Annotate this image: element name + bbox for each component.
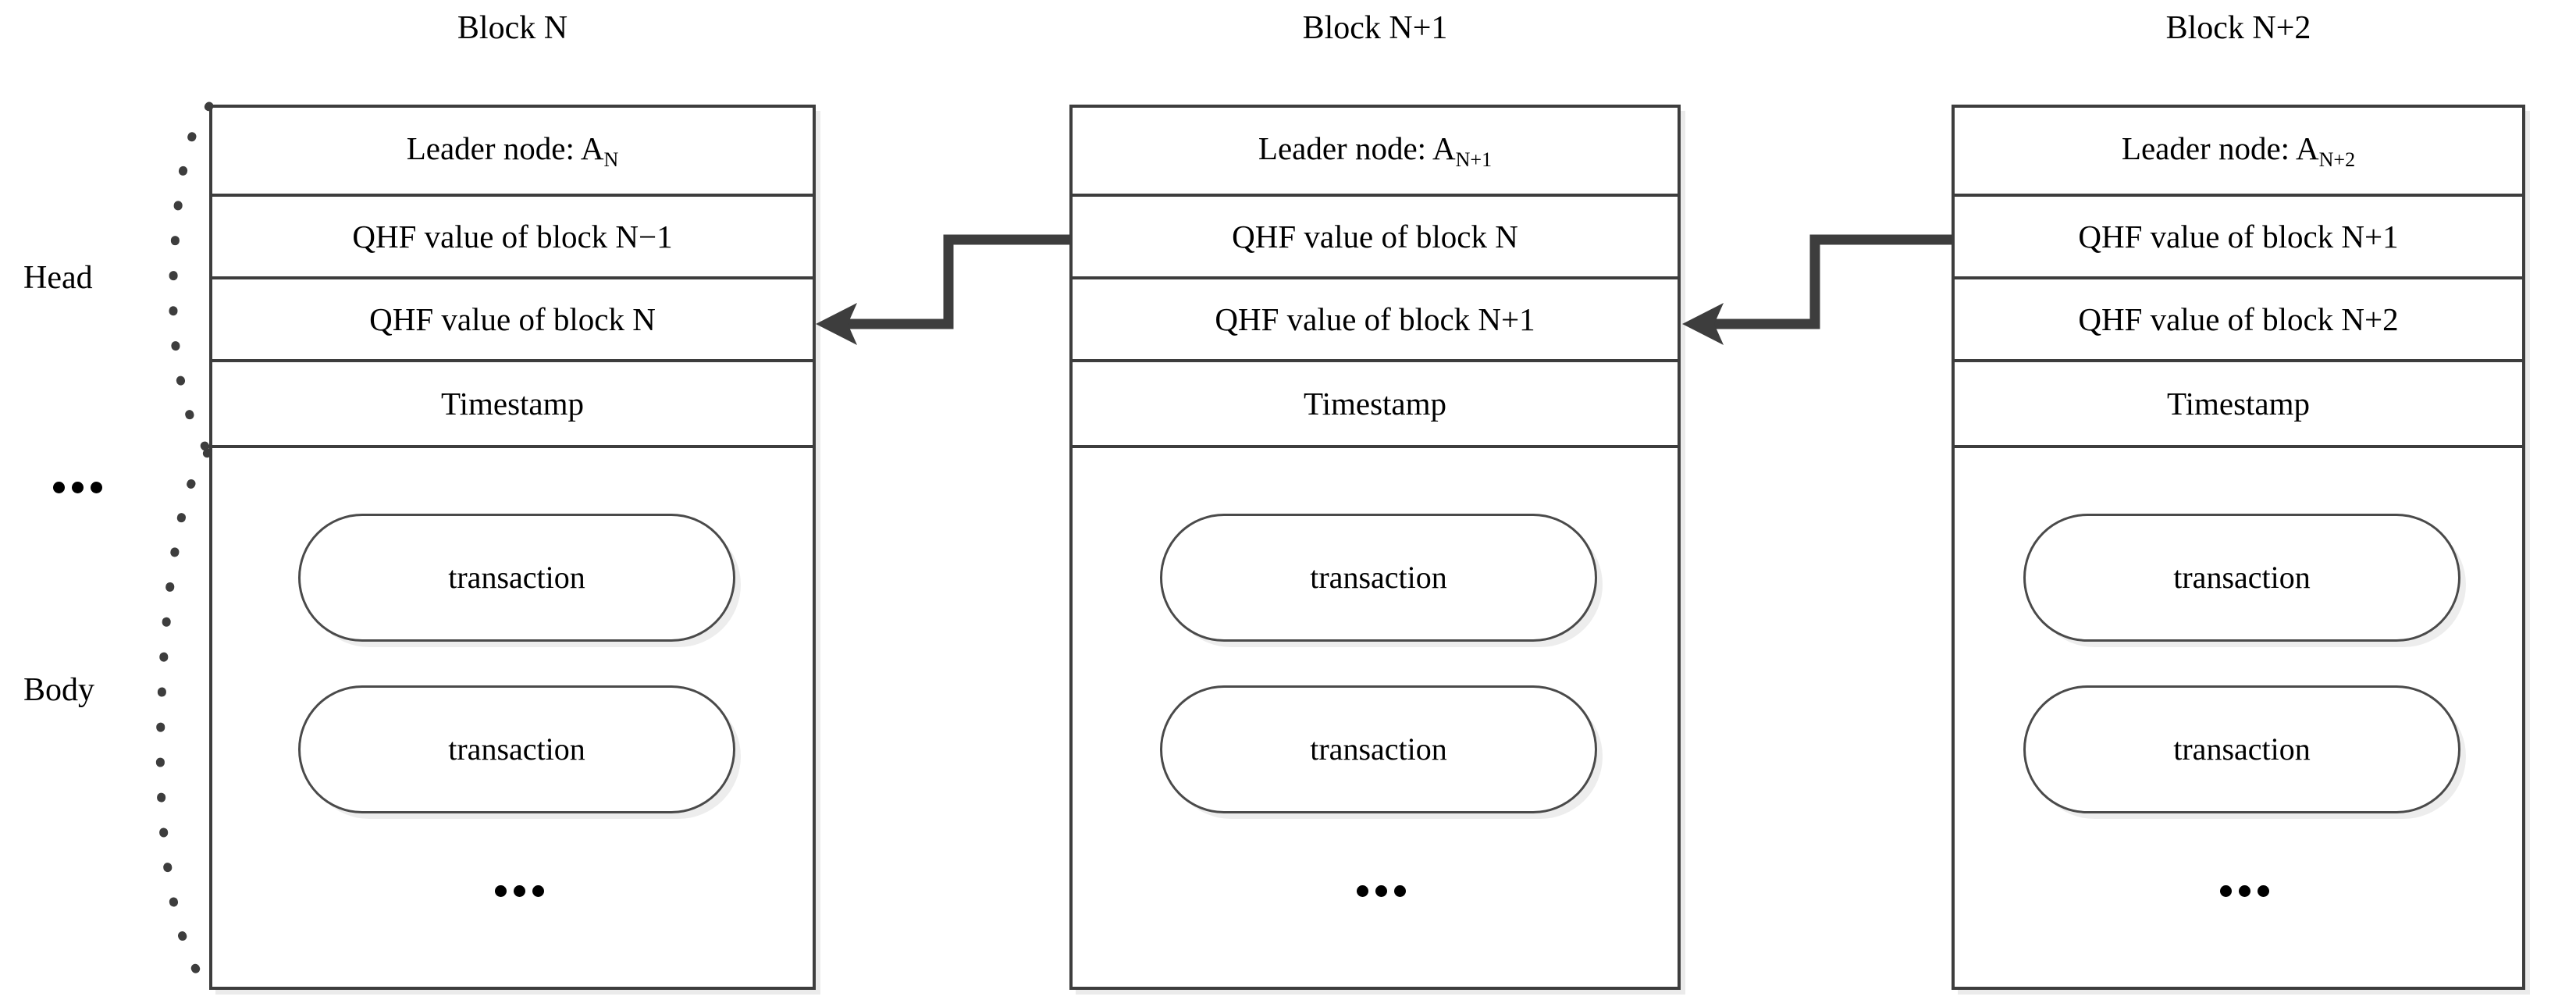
block-n-plus-1-transaction-2[interactable]: transaction [1160,685,1597,813]
block-n-plus-2-row-qhf-prev: QHF value of block N+1 [1955,197,2522,279]
block-n-plus-2-body-ellipsis [2220,885,2269,897]
side-label-body: Body [23,672,95,708]
block-n-plus-1-row-qhf-prev: QHF value of block N [1073,197,1678,279]
block-n-plus-2: Leader node: AN+2 QHF value of block N+1… [1952,105,2525,990]
block-n-plus-1-body-ellipsis [1357,885,1406,897]
block-n-row-qhf-prev: QHF value of block N−1 [212,197,813,279]
side-label-ellipsis [53,482,102,493]
block-n-transaction-2-label: transaction [448,731,585,767]
block-n-plus-1-row-qhf-self: QHF value of block N+1 [1073,279,1678,362]
block-title-block-n-plus-2: Block N+2 [2165,10,2311,46]
block-n-plus-2-qhf-prev-text: QHF value of block N+1 [2078,219,2399,254]
block-n-plus-2-leader-node-text: Leader node: AN+2 [2121,130,2356,171]
block-n-qhf-self-text: QHF value of block N [369,301,656,337]
block-n-plus-2-transaction-1-label: transaction [2173,560,2311,595]
head-brace-dotted [169,101,214,454]
block-n-plus-2-row-leader-node: Leader node: AN+2 [1955,108,2522,197]
block-n-timestamp-text: Timestamp [440,386,585,422]
side-label-head: Head [23,260,93,296]
block-n-row-leader-node: Leader node: AN [212,108,813,197]
link-n1-to-n [816,234,1069,345]
block-n-transaction-2[interactable]: transaction [298,685,735,813]
block-n-plus-1: Leader node: AN+1 QHF value of block N Q… [1069,105,1681,990]
block-n-plus-1-body: transaction transaction [1073,448,1678,987]
block-n-plus-1-leader-node-text: Leader node: AN+1 [1258,130,1493,171]
block-n-leader-node-text: Leader node: AN [406,130,619,171]
block-n-plus-1-transaction-2-label: transaction [1310,731,1447,767]
block-n-plus-1-row-leader-node: Leader node: AN+1 [1073,108,1678,197]
block-n-plus-2-body: transaction transaction [1955,448,2522,987]
block-n: Leader node: AN QHF value of block N−1 Q… [209,105,816,990]
block-n-row-timestamp: Timestamp [212,362,813,448]
block-n-transaction-1-label: transaction [448,560,585,595]
block-n-plus-2-transaction-2[interactable]: transaction [2023,685,2460,813]
block-n-plus-1-transaction-1-label: transaction [1310,560,1447,595]
block-n-plus-2-transaction-1[interactable]: transaction [2023,514,2460,642]
block-n-plus-1-timestamp-text: Timestamp [1303,386,1447,422]
block-n-plus-2-row-timestamp: Timestamp [1955,362,2522,448]
block-title-block-n-plus-1: Block N+1 [1302,10,1448,46]
block-n-transaction-1[interactable]: transaction [298,514,735,642]
block-n-body-ellipsis [495,885,544,897]
block-n-plus-1-qhf-self-text: QHF value of block N+1 [1215,301,1535,337]
block-n-qhf-prev-text: QHF value of block N−1 [352,219,673,254]
block-n-plus-1-row-timestamp: Timestamp [1073,362,1678,448]
block-n-row-qhf-self: QHF value of block N [212,279,813,362]
link-n2-to-n1 [1682,234,1952,345]
body-brace-dotted [155,448,212,991]
block-n-plus-1-transaction-1[interactable]: transaction [1160,514,1597,642]
block-n-plus-2-qhf-self-text: QHF value of block N+2 [2078,301,2399,337]
block-n-plus-2-row-qhf-self: QHF value of block N+2 [1955,279,2522,362]
block-n-plus-1-qhf-prev-text: QHF value of block N [1232,219,1518,254]
block-n-plus-2-transaction-2-label: transaction [2173,731,2311,767]
block-n-plus-2-timestamp-text: Timestamp [2166,386,2311,422]
block-title-block-n: Block N [457,10,568,46]
block-n-body: transaction transaction [212,448,813,987]
